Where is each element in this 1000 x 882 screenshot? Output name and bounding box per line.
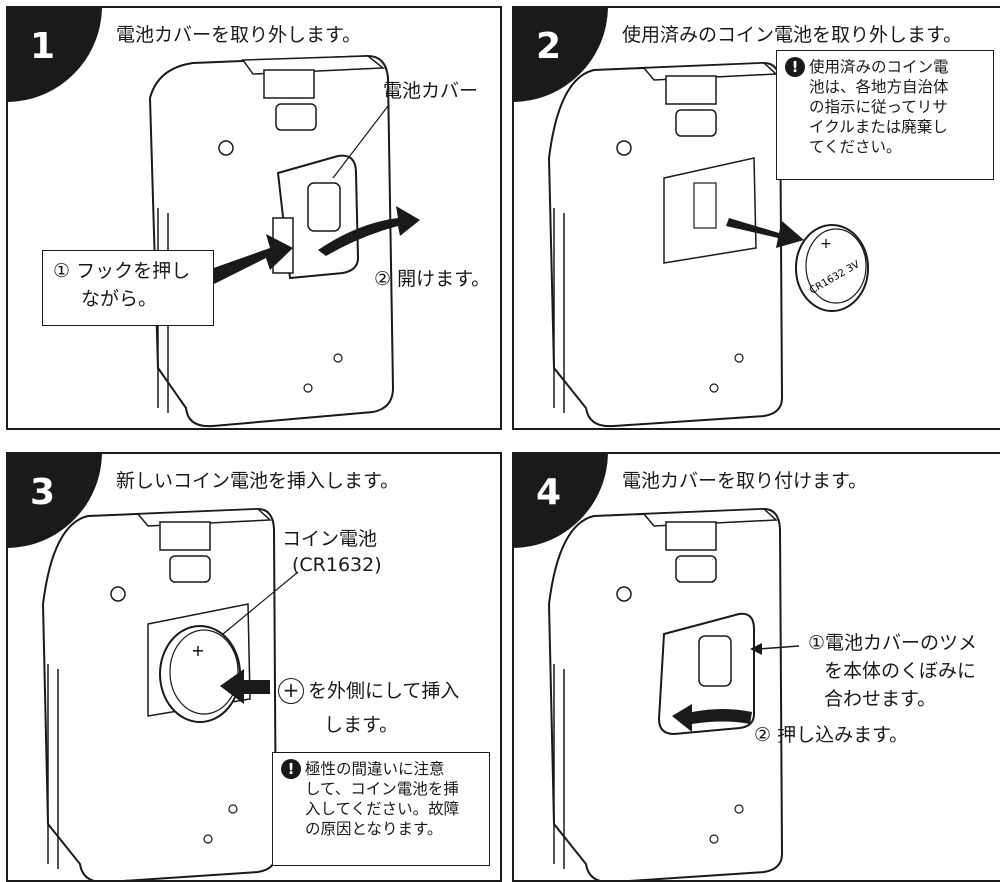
svg-text:+: + [191,641,204,660]
callout-line: ① フックを押し [53,260,191,282]
step-title: 電池カバーを取り外します。 [116,24,362,46]
attach-step-1: 合わせます。 [824,688,937,710]
attach-step-1: を本体のくぼみに [824,660,977,682]
step-title: 使用済みのコイン電池を取り外します。 [622,24,963,46]
step-title: 新しいコイン電池を挿入します。 [116,470,400,492]
insert-instruction: します。 [324,714,399,736]
plus-circle-icon: + [278,678,304,704]
warning-line: 極性の間違いに注意 [305,760,445,778]
step-panel-4: 4 電池カバーを取り付けます。 ①電池カバーのツメ を本体のくぼみに 合わせます… [512,452,1000,882]
warning-line: 入してください。故障 [305,800,460,818]
open-label: ② 開けます。 [374,268,491,290]
warning-line: して、コイン電池を挿 [305,780,459,798]
device-illustration [148,54,420,428]
exclamation-circle-icon: ! [281,759,301,779]
warning-line: の指示に従ってリサ [809,98,948,116]
polarity-warning: ! 極性の間違いに注意 して、コイン電池を挿 入してください。故障 の原因となり… [272,752,490,866]
warning-line: 使用済みのコイン電 [809,58,949,76]
svg-text:+: + [820,236,832,252]
cover-label: 電池カバー [383,80,479,102]
exclamation-circle-icon: ! [785,57,805,77]
step-panel-2: + CR1632 3V 2 使用済みのコイン電池を取り外します。 ! 使用済みの… [512,6,1000,430]
device-illustration: + [41,507,299,880]
attach-step-2: ② 押し込みます。 [754,724,909,746]
hook-callout: ① フックを押し ながら。 [42,250,214,326]
step-panel-3: + 3 新しいコイン電池を挿入します。 コイン電池 (CR1632) + を外側… [6,452,502,882]
callout-line: ながら。 [81,288,158,310]
warning-line: てください。 [809,138,902,156]
attach-step-1: ①電池カバーのツメ [808,632,978,654]
warning-line: イクルまたは廃棄し [809,118,948,136]
device-illustration: + CR1632 3V [547,61,869,428]
warning-line: の原因となります。 [305,820,443,838]
warning-line: 池は、各地方自治体 [809,78,949,96]
step-title: 電池カバーを取り付けます。 [622,470,868,492]
step-panel-1: 1 電池カバーを取り外します。 電池カバー ① フックを押し ながら。 ② 開け… [6,6,502,430]
insert-instruction: を外側にして挿入 [308,680,460,702]
recycle-warning: ! 使用済みのコイン電 池は、各地方自治体 の指示に従ってリサ イクルまたは廃棄… [776,50,994,180]
battery-model: (CR1632) [292,554,382,576]
device-illustration [547,507,800,880]
battery-label: コイン電池 [282,528,378,550]
